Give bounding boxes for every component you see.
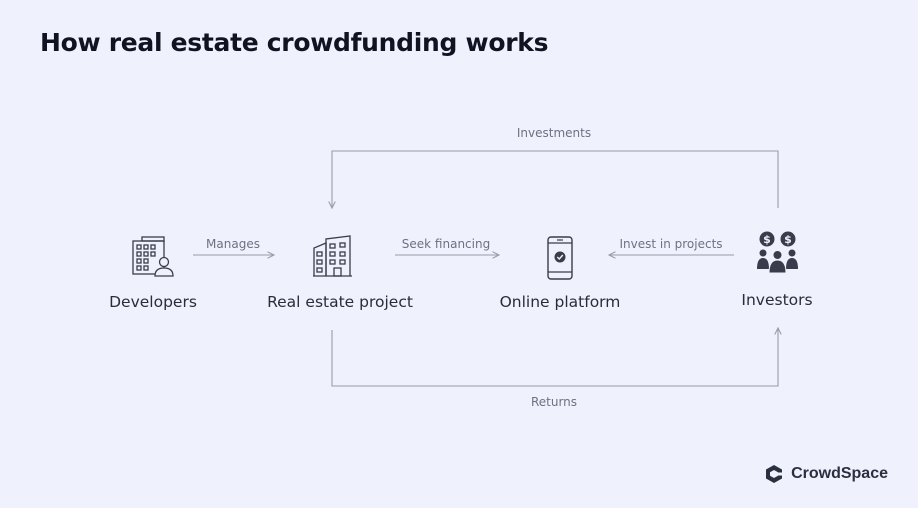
apartment-building-icon xyxy=(313,235,352,277)
smartphone-check-icon xyxy=(547,236,573,280)
real-estate-project-label: Real estate project xyxy=(267,293,413,311)
invest-in-projects-label: Invest in projects xyxy=(619,237,723,251)
returns-arrow xyxy=(331,328,778,387)
svg-text:$: $ xyxy=(763,233,771,246)
investor-group-dollar-icon: $ $ xyxy=(757,231,798,274)
office-building-with-person-icon xyxy=(132,236,174,277)
returns-label: Returns xyxy=(530,395,578,409)
page-title: How real estate crowdfunding works xyxy=(40,28,549,57)
investments-label: Investments xyxy=(516,126,592,140)
developers-label: Developers xyxy=(109,293,197,311)
manages-label: Manages xyxy=(206,237,260,251)
investors-label: Investors xyxy=(741,291,813,309)
brand-logo: CrowdSpace xyxy=(764,464,888,484)
investments-arrow xyxy=(332,150,779,208)
crowdspace-logo-icon xyxy=(766,465,784,483)
seek-financing-label: Seek financing xyxy=(401,237,491,251)
online-platform-label: Online platform xyxy=(499,293,621,311)
brand-name: CrowdSpace xyxy=(791,465,888,482)
svg-text:$: $ xyxy=(784,233,792,246)
